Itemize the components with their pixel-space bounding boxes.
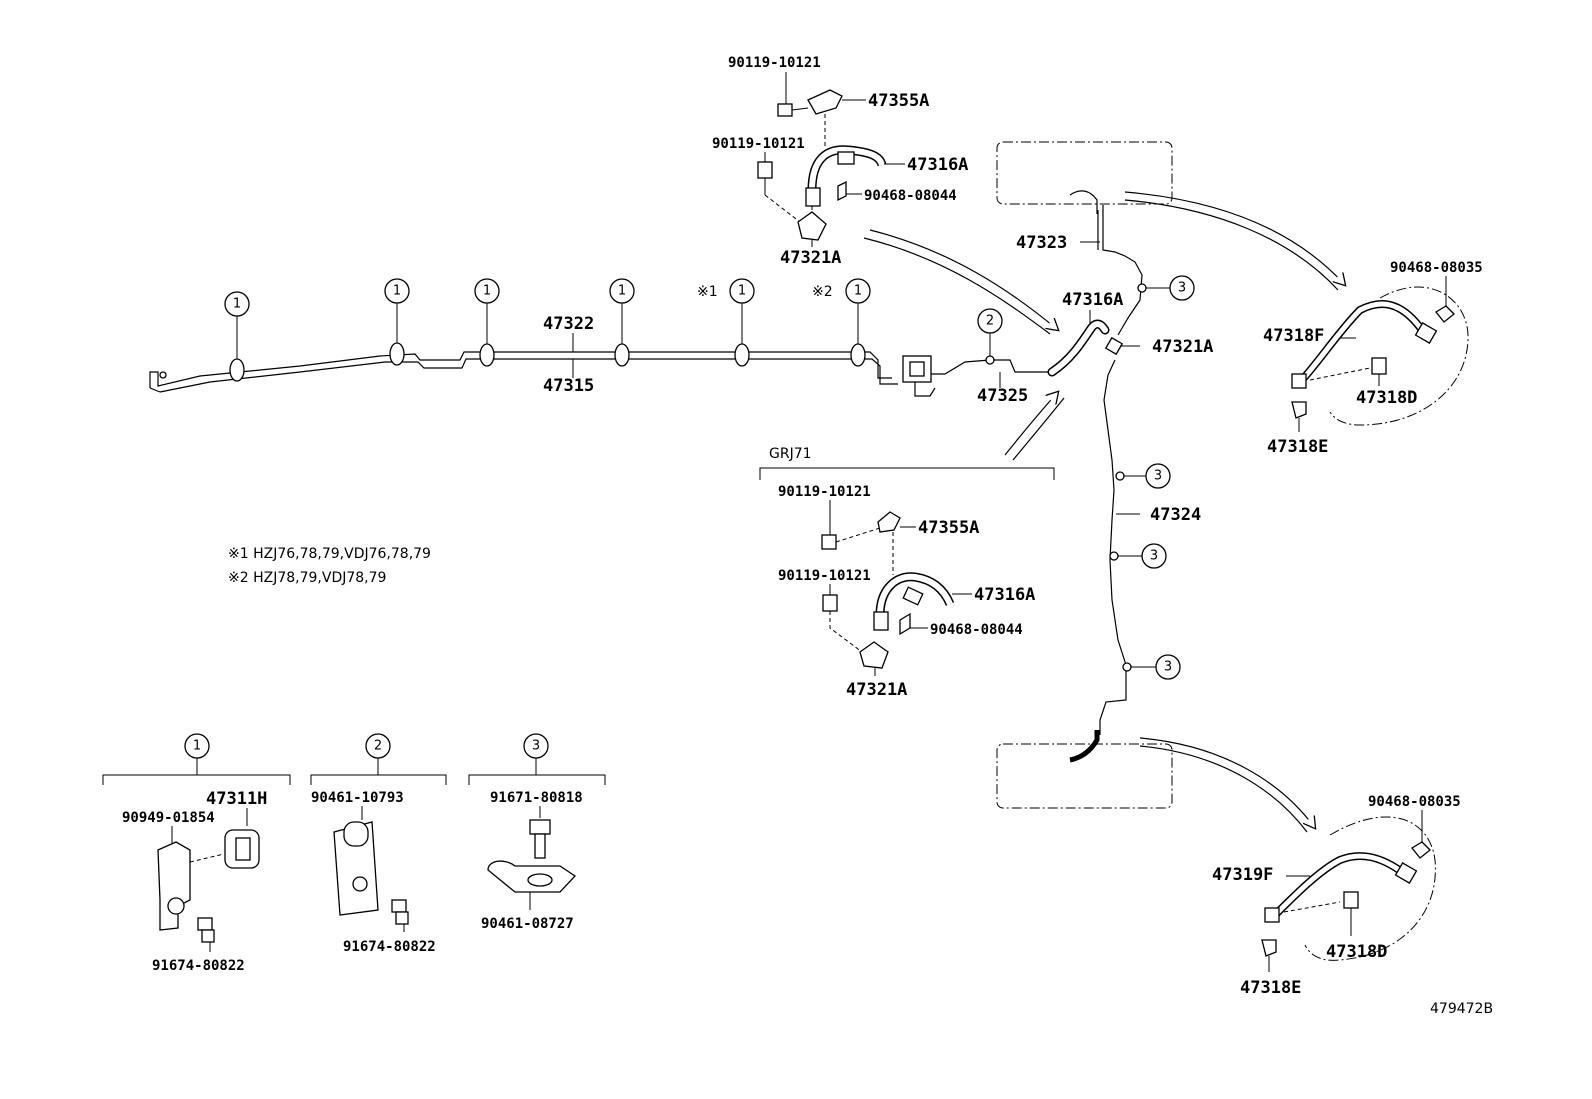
top-hose-assembly: 90119-10121 47355A 90119-10121 47316A 90…: [712, 55, 968, 268]
clamp-1e: [734, 343, 750, 367]
grj71-label: GRJ71: [769, 446, 812, 462]
part-label-47318D-b: 47318D: [1326, 942, 1387, 962]
part-label-47318D-a: 47318D: [1356, 388, 1417, 408]
part-label-47316A-grj: 47316A: [974, 585, 1035, 605]
clamp-group-2: 2 90461-10793 91674-80822: [310, 733, 447, 955]
callout-circle: [224, 291, 250, 317]
rear-detail-top: 90468-08035 47318F 47318D 47318E: [1263, 260, 1483, 457]
diagram-id: 479472B: [1430, 1001, 1493, 1017]
part-label-47323: 47323: [1016, 233, 1067, 253]
part-label-47316A-mid: 47316A: [1062, 290, 1123, 310]
part-label-90119-10121-grj1: 90119-10121: [778, 484, 871, 500]
part-label-47318E-a: 47318E: [1267, 437, 1328, 457]
clamp-1a: [229, 358, 245, 382]
part-label-47324: 47324: [1150, 505, 1201, 525]
part-label-47315: 47315: [543, 376, 594, 396]
part-label-47355A-top: 47355A: [868, 91, 929, 111]
clamp-1d: [614, 343, 630, 367]
callout-circle: [729, 278, 755, 304]
junction-block: [902, 355, 1050, 397]
clamp-group-1: 1 47311H 90949-01854 91674-80822: [102, 733, 291, 974]
rear-detail-bottom: 90468-08035 47319F 47318D 47318E: [1212, 794, 1461, 998]
callout-2: 2: [977, 308, 1003, 365]
callouts-3: 3 3 3 3: [1109, 275, 1195, 680]
callout-number: 3: [1154, 469, 1162, 484]
part-label-47318F: 47318F: [1263, 326, 1324, 346]
part-label-91671-80818: 91671-80818: [490, 790, 583, 806]
part-label-91674-80822-g2: 91674-80822: [343, 939, 436, 955]
part-label-47322: 47322: [543, 314, 594, 334]
callout-number: 3: [1164, 660, 1172, 675]
callout-number: 1: [483, 284, 491, 299]
callout-number: 2: [374, 739, 382, 754]
hose-joint: [1104, 336, 1124, 356]
callout-number: 3: [532, 739, 540, 754]
rear-axle-box-top: [996, 141, 1173, 205]
callout-number: 1: [393, 284, 401, 299]
part-label-90468-08035-b: 90468-08035: [1368, 794, 1461, 810]
part-label-47325: 47325: [977, 386, 1028, 406]
rear-axle-box-bottom: [996, 743, 1173, 809]
grj71-hose-assembly: GRJ71 90119-10121 47355A 90119-10121 473…: [759, 446, 1055, 700]
part-label-47319F: 47319F: [1212, 865, 1273, 885]
part-label-90461-10793: 90461-10793: [311, 790, 404, 806]
callout-circle: [609, 278, 635, 304]
part-label-47318E-b: 47318E: [1240, 978, 1301, 998]
part-label-90119-10121-top: 90119-10121: [728, 55, 821, 71]
callout-number: 1: [618, 284, 626, 299]
part-label-47316A-top: 47316A: [907, 155, 968, 175]
clamp-1b: [389, 342, 405, 366]
callout-number: 1: [854, 284, 862, 299]
note-2: ※2 HZJ78,79,VDJ78,79: [228, 570, 386, 586]
callout-number: 1: [193, 739, 201, 754]
callout-number: 3: [1178, 281, 1186, 296]
clamp-1f: [850, 343, 866, 367]
rear-vertical-tube: [1097, 205, 1143, 735]
clamp-group-3: 3 91671-80818 90461-08727: [468, 733, 606, 932]
callout-circle: [474, 278, 500, 304]
note-mark-2: ※2: [812, 284, 833, 300]
part-label-47321A-mid: 47321A: [1152, 337, 1213, 357]
note-mark-1: ※1: [697, 284, 718, 300]
part-label-90468-08044-top: 90468-08044: [864, 188, 957, 204]
note-1: ※1 HZJ76,78,79,VDJ76,78,79: [228, 546, 431, 562]
part-label-90119-10121-grj2: 90119-10121: [778, 568, 871, 584]
clamp-1c: [479, 343, 495, 367]
part-label-90468-08035-a: 90468-08035: [1390, 260, 1483, 276]
part-label-47321A-top: 47321A: [780, 248, 841, 268]
callouts-1: 1 1 1 1 1 ※1 1 ※2: [224, 278, 871, 359]
part-label-90949-01854: 90949-01854: [122, 810, 215, 826]
callout-circle: [384, 278, 410, 304]
callout-number: 2: [986, 314, 994, 329]
part-label-47311H: 47311H: [206, 789, 267, 809]
part-label-90119-10121-top2: 90119-10121: [712, 136, 805, 152]
rear-flex-hose: [1047, 319, 1110, 377]
part-label-90468-08044-grj: 90468-08044: [930, 622, 1023, 638]
tube-clamps: [229, 342, 866, 382]
callout-number: 1: [233, 297, 241, 312]
part-label-90461-08727: 90461-08727: [481, 916, 574, 932]
part-label-91674-80822-g1: 91674-80822: [152, 958, 245, 974]
main-brake-tube: [149, 351, 898, 393]
callout-circle: [845, 278, 871, 304]
part-label-47321A-grj: 47321A: [846, 680, 907, 700]
callout-number: 1: [738, 284, 746, 299]
part-label-47355A-grj: 47355A: [918, 518, 979, 538]
callout-number: 3: [1150, 549, 1158, 564]
